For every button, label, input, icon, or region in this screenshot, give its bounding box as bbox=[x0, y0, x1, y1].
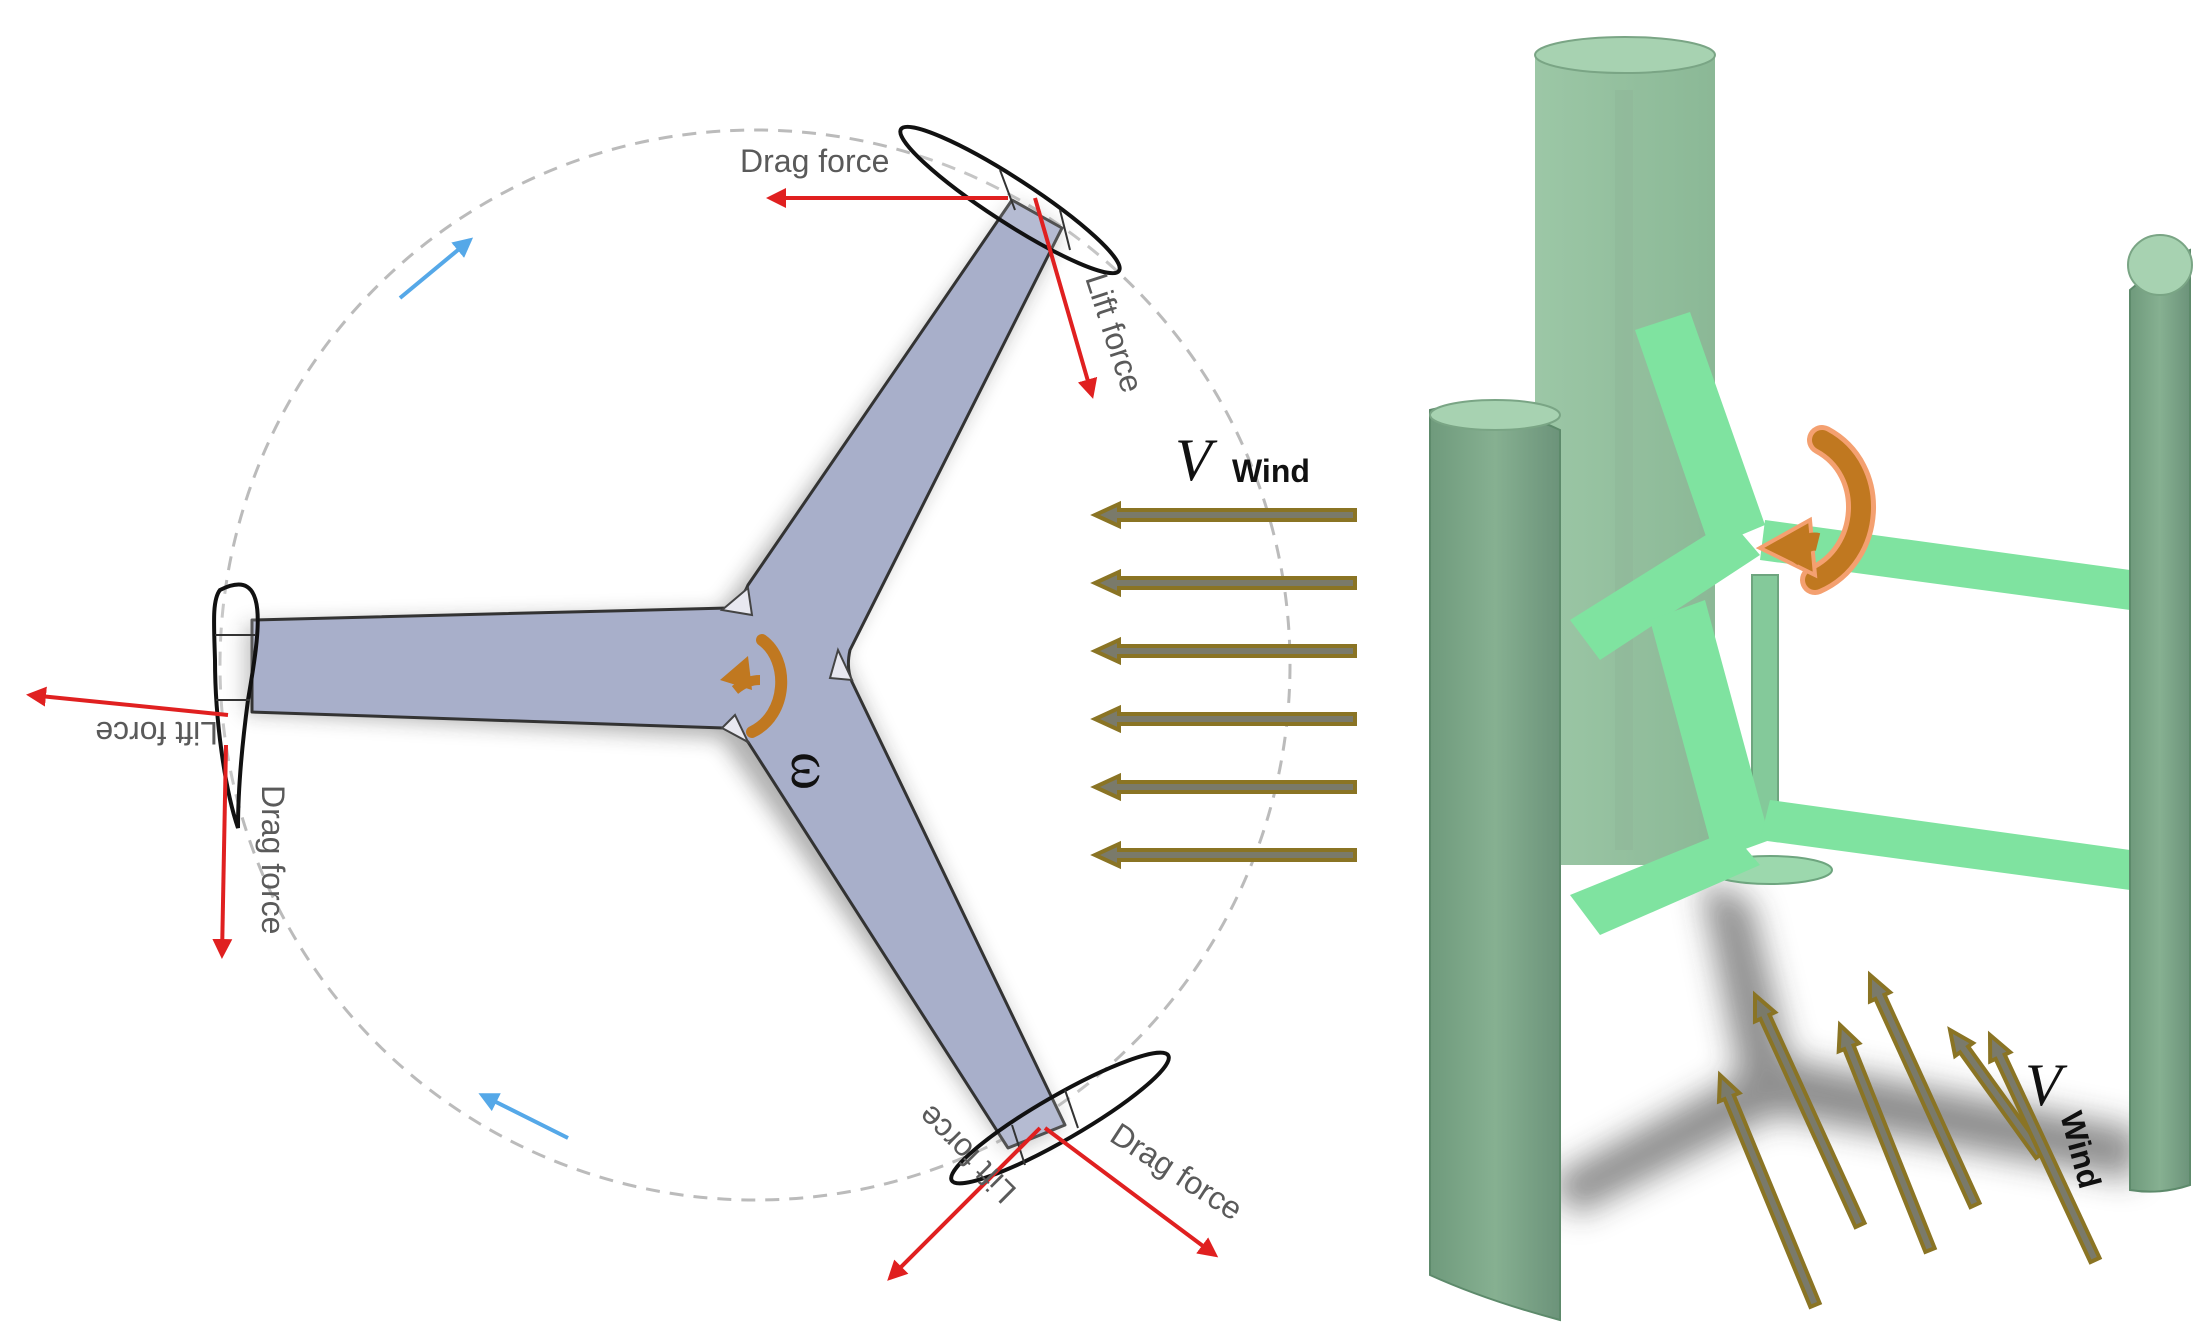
airfoil-bottom bbox=[949, 1050, 1171, 1186]
wind-velocity-symbol-right: V bbox=[2025, 1052, 2068, 1118]
turbine-rotation-arrow bbox=[1755, 425, 1876, 595]
omega-symbol: ω bbox=[779, 752, 844, 790]
drag-force-arrow-left bbox=[212, 744, 233, 959]
wind-arrow bbox=[1947, 1026, 2047, 1161]
wind-velocity-subscript: Wind bbox=[1232, 453, 1310, 489]
wind-arrow bbox=[1090, 500, 1357, 530]
wind-arrow bbox=[1090, 568, 1357, 598]
ground-shadow bbox=[1548, 880, 2140, 1215]
hub-notch bbox=[719, 586, 754, 617]
wind-velocity-symbol: V bbox=[1175, 427, 1218, 493]
turbine-blade-right bbox=[2127, 234, 2193, 1193]
turbine-3d-diagram: V Wind bbox=[1429, 36, 2193, 1322]
rotation-direction-arrow-bottom bbox=[478, 1093, 569, 1140]
omega-rotation-arrow bbox=[720, 634, 788, 738]
drag-force-label-left: Drag force bbox=[255, 785, 291, 934]
wind-arrow bbox=[1752, 990, 1868, 1230]
lift-force-arrow-top bbox=[1033, 197, 1098, 399]
rotation-direction-arrow-top bbox=[398, 237, 474, 300]
hub-notch bbox=[828, 647, 854, 682]
drag-force-arrow-bottom bbox=[1043, 1126, 1219, 1258]
airfoil-top bbox=[898, 124, 1122, 276]
wind-arrow bbox=[1090, 636, 1357, 666]
turbine-shaft bbox=[1751, 574, 1779, 826]
drag-force-label-top: Drag force bbox=[740, 143, 889, 179]
wind-arrow bbox=[1090, 772, 1357, 802]
turbine-arms-lower bbox=[1570, 600, 2130, 935]
wind-arrow bbox=[1090, 840, 1357, 870]
lift-force-label-top: Lift force bbox=[1078, 269, 1150, 397]
wind-arrow bbox=[1987, 1030, 2103, 1265]
wind-arrow bbox=[1867, 970, 1983, 1210]
rotor-body bbox=[250, 198, 1067, 1150]
drag-force-label-bottom: Drag force bbox=[1104, 1116, 1249, 1228]
wind-arrow bbox=[1090, 704, 1357, 734]
hub-notch bbox=[720, 713, 751, 745]
wind-arrow bbox=[1716, 1070, 1823, 1310]
wind-arrows-left bbox=[1090, 500, 1357, 870]
lift-force-arrow-bottom bbox=[887, 1126, 1042, 1281]
lift-force-label-left: Lift force bbox=[95, 715, 218, 751]
lift-force-arrow-left bbox=[26, 686, 229, 717]
rotation-path-circle bbox=[218, 128, 1292, 1202]
wind-arrows-right bbox=[1716, 970, 2103, 1310]
wind-arrow bbox=[1836, 1020, 1938, 1255]
top-view-diagram: Drag force Lift force Lift force Drag fo… bbox=[26, 124, 1357, 1281]
turbine-blade-left bbox=[1429, 399, 1561, 1322]
